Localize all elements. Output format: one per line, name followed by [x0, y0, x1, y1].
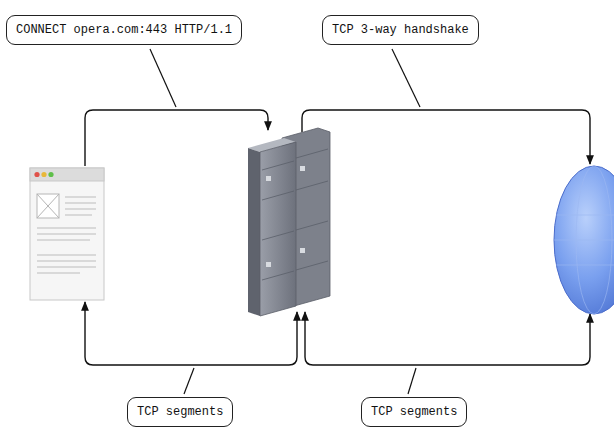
leader-lines: [150, 49, 420, 394]
label-box: TCP 3-way handshake: [322, 15, 479, 45]
leader-line: [392, 49, 420, 107]
server-icon: [248, 128, 330, 316]
request-line: [85, 110, 268, 166]
label-text: TCP 3-way handshake: [332, 22, 469, 38]
connection-lines: [85, 110, 590, 365]
segments-line-right: [305, 312, 590, 365]
internet-globe: [554, 166, 614, 314]
label-box: TCP segments: [127, 397, 233, 427]
label-text: CONNECT opera.com:443 HTTP/1.1: [16, 22, 232, 38]
handshake-line: [302, 110, 590, 164]
leader-line: [408, 368, 416, 394]
label-text: TCP segments: [137, 404, 223, 420]
leader-line: [150, 49, 176, 107]
label-box: TCP segments: [361, 397, 467, 427]
label-text: TCP segments: [371, 404, 457, 420]
label-box: CONNECT opera.com:443 HTTP/1.1: [6, 15, 242, 45]
browser-icon: [30, 168, 104, 300]
leader-line: [184, 368, 194, 394]
